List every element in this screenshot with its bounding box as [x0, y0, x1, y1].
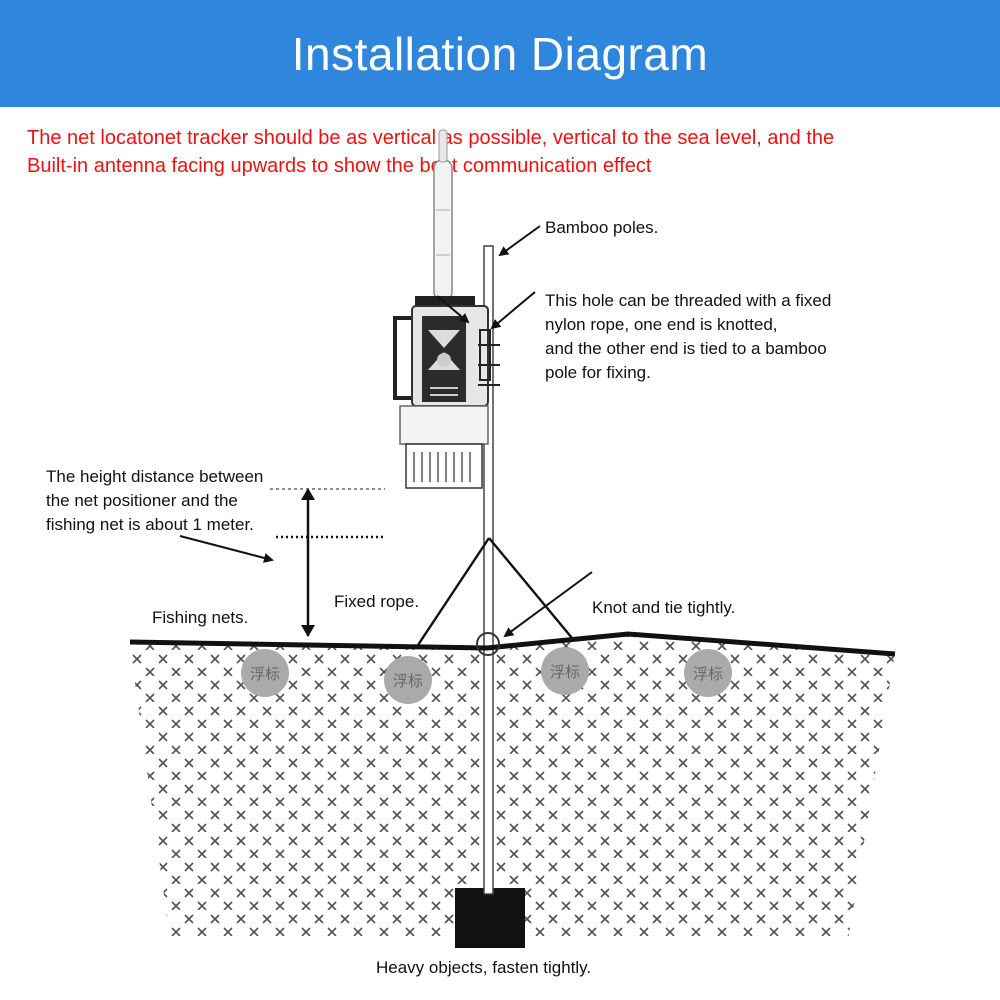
tracker-device	[393, 129, 500, 489]
bamboo-poles-label: Bamboo poles.	[545, 218, 659, 237]
fishing-net-top-rope	[129, 631, 896, 657]
height-line: fishing net is about 1 meter.	[46, 515, 254, 534]
hole-arrow	[490, 291, 536, 330]
page-title: Installation Diagram	[291, 27, 709, 80]
knot-circle	[476, 632, 500, 656]
header-banner: Installation Diagram	[0, 0, 1000, 107]
note-line: The net locatonet tracker should be as v…	[27, 127, 835, 149]
buoys: 浮标 浮标 浮标 浮标	[241, 647, 732, 704]
heavy-weight-block	[455, 888, 525, 948]
heavy-objects-label: Heavy objects, fasten tightly.	[376, 958, 592, 977]
hole-description: This hole can be threaded with a fixed n…	[545, 289, 831, 385]
height-description: The height distance between the net posi…	[46, 465, 263, 537]
bamboo-arrow	[498, 225, 541, 257]
buoy-label: 浮标	[550, 663, 580, 681]
leader-arrows	[179, 225, 593, 638]
buoy	[541, 647, 589, 695]
height-indicator	[270, 488, 385, 637]
fixed-rope-label: Fixed rope.	[334, 592, 420, 611]
hole-line: nylon rope, one end is knotted,	[545, 315, 778, 334]
height-line: The height distance between	[46, 467, 264, 486]
height-line: the net positioner and the	[46, 491, 238, 510]
fishing-nets-label: Fishing nets.	[152, 608, 249, 627]
buoy-label: 浮标	[393, 672, 423, 690]
hole-line: This hole can be threaded with a fixed	[545, 291, 832, 310]
note-line: Built-in antenna facing upwards to show …	[27, 155, 652, 177]
buoy	[684, 649, 732, 697]
buoy	[384, 656, 432, 704]
hole-arrow-device	[436, 295, 470, 324]
knot-arrow	[503, 571, 593, 638]
buoy-label: 浮标	[693, 665, 723, 683]
buoy-label: 浮标	[250, 665, 280, 683]
knot-label: Knot and tie tightly.	[592, 598, 736, 617]
hole-line: pole for fixing.	[545, 363, 651, 382]
height-arrow	[179, 535, 274, 563]
hole-line: and the other end is tied to a bamboo	[545, 339, 827, 358]
installation-note: The net locatonet tracker should be as v…	[27, 124, 987, 180]
buoy	[241, 649, 289, 697]
antenna	[433, 129, 453, 301]
bamboo-pole	[483, 245, 494, 895]
fixed-rope-lines	[417, 537, 573, 646]
